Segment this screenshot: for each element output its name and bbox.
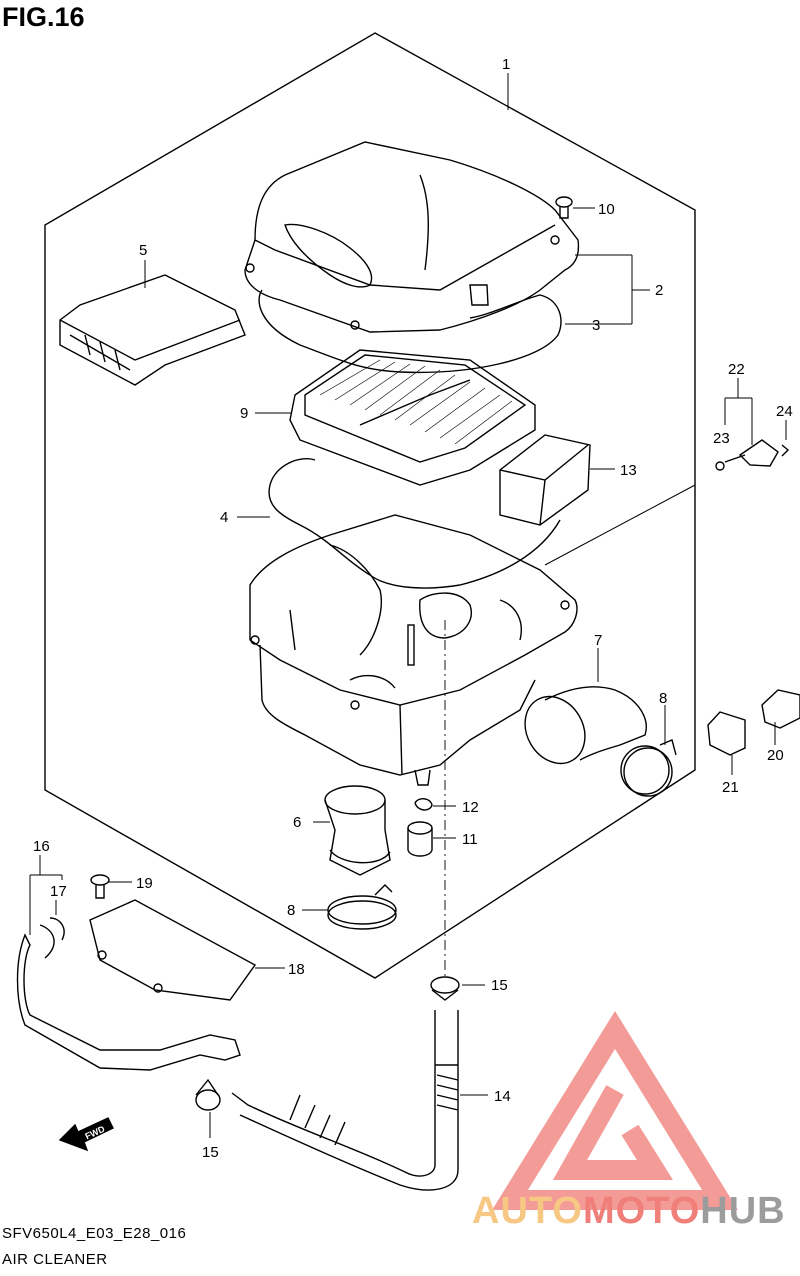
callout-17: 17 — [50, 883, 67, 900]
callout-20: 20 — [767, 747, 784, 764]
callout-13: 13 — [620, 462, 637, 479]
callout-14: 14 — [494, 1088, 511, 1105]
coupler-21 — [707, 711, 746, 756]
cover-gasket — [258, 289, 562, 374]
coupler-20 — [761, 689, 800, 729]
clamp-15-lower — [195, 1078, 221, 1111]
watermark-logo — [492, 1010, 738, 1210]
screw-10 — [555, 196, 573, 219]
callout-15-top: 15 — [491, 977, 508, 994]
rivet-19 — [90, 874, 110, 899]
clamp-8-lower — [327, 884, 397, 930]
callout-15-lower: 15 — [202, 1144, 219, 1161]
callout-1: 1 — [502, 56, 510, 73]
intake-pipe-6 — [324, 785, 391, 876]
sensor-22 — [715, 439, 779, 471]
box-gasket — [268, 458, 561, 589]
callout-4: 4 — [220, 509, 228, 526]
callout-8-right: 8 — [659, 690, 667, 707]
callout-2: 2 — [655, 282, 663, 299]
clamp-15-top — [430, 976, 460, 1001]
intake-pipe-7 — [524, 686, 647, 765]
watermark-auto: AUTO — [472, 1190, 583, 1232]
leader-lines — [29, 73, 787, 1138]
callout-12: 12 — [462, 799, 479, 816]
callout-21: 21 — [722, 779, 739, 796]
damper-17 — [49, 917, 65, 941]
callout-3: 3 — [592, 317, 600, 334]
cover-panel-18 — [89, 899, 257, 1001]
callout-18: 18 — [288, 961, 305, 978]
drain-hose-14 — [231, 1010, 459, 1191]
intake-duct — [59, 274, 246, 386]
watermark-hub: HUB — [700, 1190, 786, 1232]
figure-title: FIG.16 — [2, 2, 85, 32]
filter-element — [289, 349, 536, 486]
callout-6: 6 — [293, 814, 301, 831]
clamp-8-right — [620, 739, 677, 797]
bolt-24 — [781, 444, 790, 457]
callout-5: 5 — [139, 242, 147, 259]
callout-16: 16 — [33, 838, 50, 855]
callout-10: 10 — [598, 201, 615, 218]
plug-11 — [407, 821, 433, 857]
figure-name: AIR CLEANER — [2, 1251, 108, 1268]
watermark-text: AUTOMOTOHUB — [472, 1190, 786, 1233]
callout-7: 7 — [594, 632, 602, 649]
clip-12 — [414, 798, 433, 811]
callout-22: 22 — [728, 361, 745, 378]
watermark-moto: MOTO — [582, 1190, 701, 1232]
callout-11: 11 — [462, 831, 478, 848]
callout-24: 24 — [776, 403, 793, 420]
assembly-frame — [44, 32, 696, 979]
callout-19: 19 — [136, 875, 153, 892]
element-13 — [499, 434, 591, 526]
callout-9: 9 — [240, 405, 248, 422]
callout-23: 23 — [713, 430, 730, 447]
callout-8-lower: 8 — [287, 902, 295, 919]
fwd-arrow-icon — [58, 1117, 114, 1152]
callout-labels: 1 2 3 4 5 6 7 8 8 9 10 11 12 13 14 15 15… — [33, 56, 793, 1161]
air-cleaner-cover — [244, 141, 580, 333]
figure-code: SFV650L4_E03_E28_016 — [2, 1225, 187, 1242]
bracket-16 — [16, 924, 241, 1071]
